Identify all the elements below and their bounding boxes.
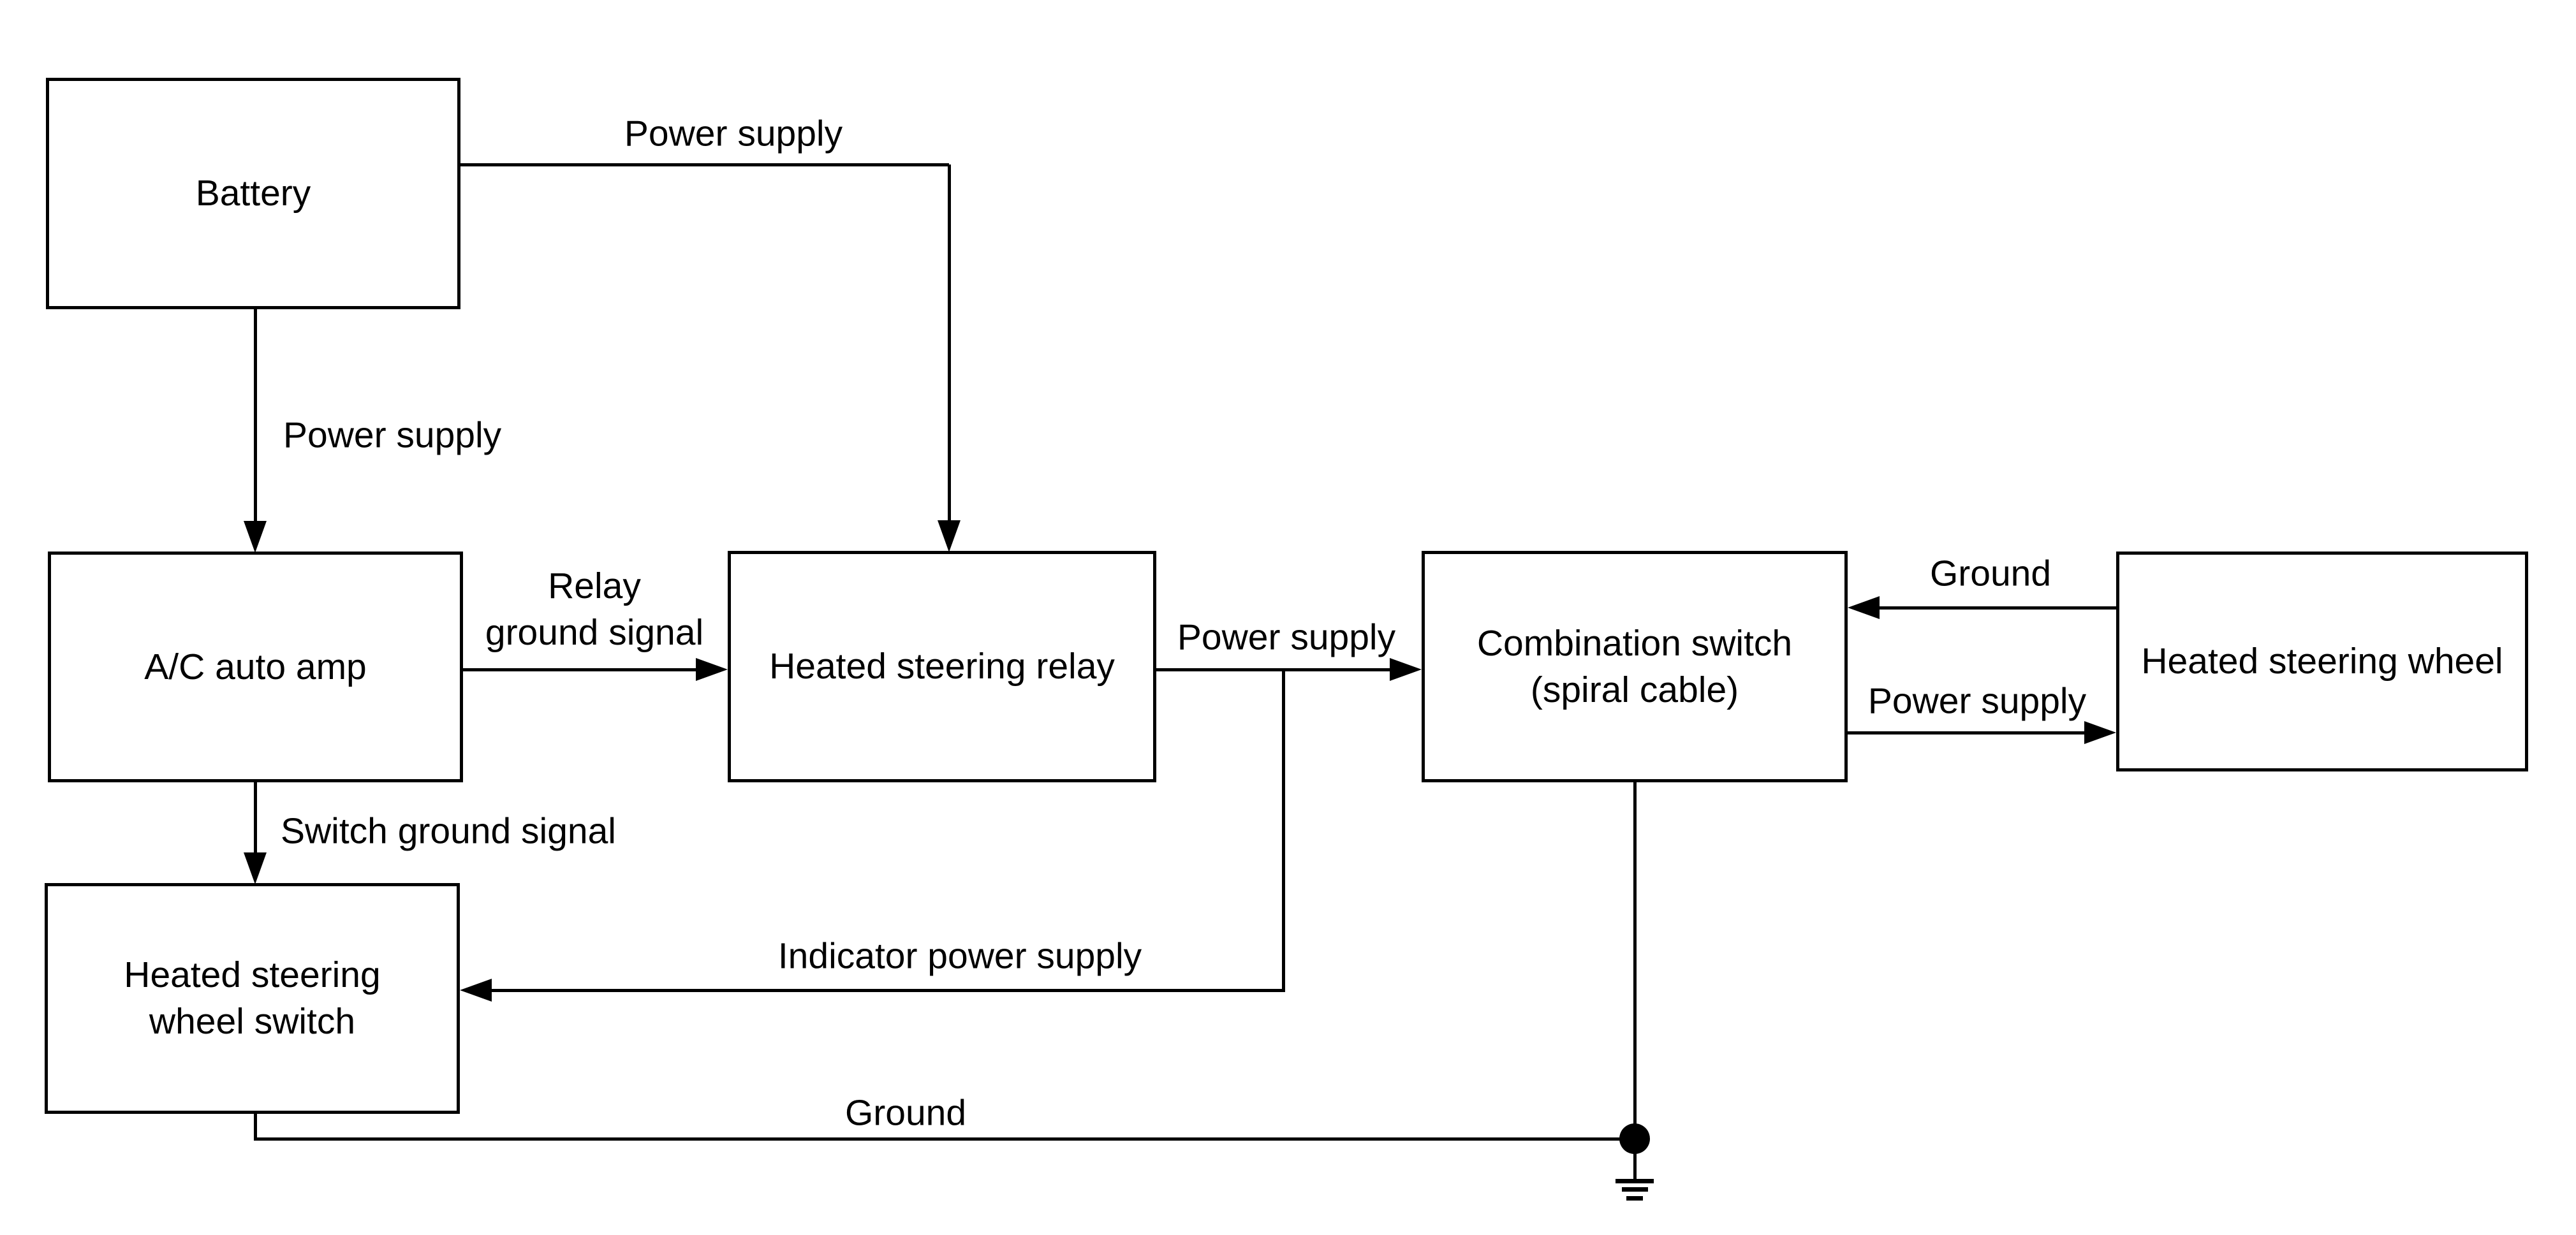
- ground-symbol-bar-1: [1616, 1179, 1654, 1183]
- indicator-power-supply-label: Indicator power supply: [777, 935, 1142, 977]
- battery-box: Battery: [46, 78, 460, 309]
- heated-steering-wheel-switch-box: Heated steering wheel switch: [45, 883, 460, 1114]
- junction-dot: [1619, 1123, 1650, 1154]
- connector-line-battery-right-h: [460, 163, 949, 166]
- ground-wheel-combo-label: Ground: [1929, 553, 2052, 594]
- heated-steering-wheel-box: Heated steering wheel: [2116, 552, 2528, 771]
- power-supply-relay-combo-label: Power supply: [1177, 617, 1396, 658]
- connector-line-wheel-combo-ground-h: [1878, 606, 2116, 610]
- connector-line-combo-wheel-power-h: [1848, 731, 2086, 734]
- connector-line-relay-combo-h: [1156, 668, 1392, 671]
- heated-steering-wheel-label: Heated steering wheel: [2141, 641, 2503, 682]
- ground-symbol-bar-3: [1626, 1196, 1643, 1201]
- relay-ground-signal-label: Relay ground signal: [485, 566, 704, 653]
- arrow-into-relay-top-arrowhead: [938, 520, 960, 552]
- combination-switch-label: Combination switch (spiral cable): [1476, 622, 1793, 710]
- ac-auto-amp-box: A/C auto amp: [48, 552, 463, 782]
- arrow-into-switch-right-arrowhead: [460, 979, 492, 1002]
- heated-steering-relay-box: Heated steering relay: [728, 551, 1156, 782]
- arrow-into-relay-left-arrowhead: [696, 658, 728, 681]
- connector-line-indicator-h: [490, 989, 1285, 992]
- connector-line-amp-relay-h: [463, 668, 699, 671]
- heated-steering-wheel-switch-label: Heated steering wheel switch: [124, 954, 381, 1042]
- heated-steering-relay-label: Heated steering relay: [769, 646, 1115, 687]
- power-supply-combo-wheel-label: Power supply: [1867, 680, 2087, 722]
- connector-line-dot-to-ground-v: [1633, 1139, 1637, 1180]
- connector-line-switch-bottom-stub-v: [254, 1114, 257, 1141]
- combination-switch-box: Combination switch (spiral cable): [1422, 551, 1848, 782]
- connector-line-battery-amp-v: [254, 309, 257, 523]
- connector-line-battery-relay-v: [948, 164, 951, 522]
- connector-line-ground-bottom-h: [254, 1137, 1638, 1141]
- ground-symbol-bar-2: [1621, 1187, 1648, 1192]
- power-supply-battery-relay-label: Power supply: [624, 113, 843, 154]
- power-supply-battery-amp-label: Power supply: [283, 414, 502, 456]
- battery-label: Battery: [195, 173, 311, 214]
- arrow-into-combo-left-arrowhead: [1390, 658, 1422, 681]
- connector-line-combo-down-v: [1633, 782, 1637, 1139]
- ac-auto-amp-label: A/C auto amp: [144, 646, 367, 687]
- arrow-into-switch-top-arrowhead: [244, 852, 267, 884]
- connector-line-amp-switch-v: [254, 782, 257, 854]
- arrow-into-combo-right-arrowhead: [1848, 596, 1880, 619]
- ground-bottom-label: Ground: [844, 1092, 967, 1134]
- switch-ground-signal-label: Switch ground signal: [281, 810, 616, 852]
- connector-line-junction-down-v: [1282, 669, 1285, 990]
- arrow-into-wheel-left-arrowhead: [2084, 721, 2116, 744]
- arrow-into-amp-top-arrowhead: [244, 521, 267, 553]
